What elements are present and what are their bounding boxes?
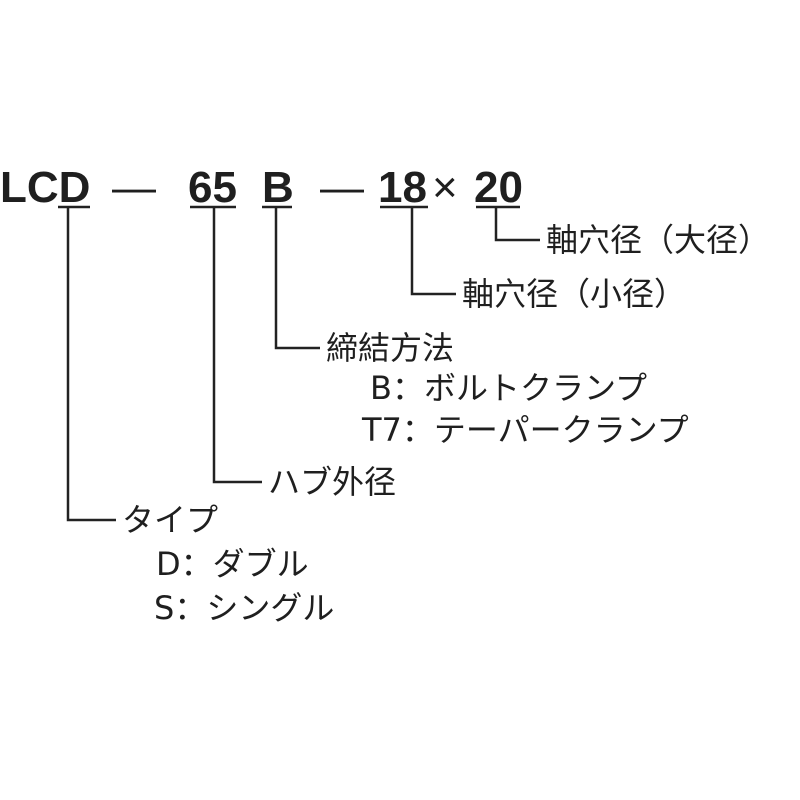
label-fastening-b: B：ボルトクランプ [370,369,647,407]
leader-bore-large [494,207,540,242]
label-fastening-t7: T7：テーパークランプ [362,411,689,449]
code-prefix: LCD [0,163,91,212]
label-bore-small: 軸穴径（小径） [462,275,687,313]
label-type: タイプ [122,501,219,539]
label-bore-large: 軸穴径（大径） [546,221,771,259]
code-size: 65 [188,163,237,212]
label-type-s: S：シングル [154,589,335,627]
leader-hub-od [212,207,262,484]
leader-fastening [274,207,320,350]
code-times: × [432,163,458,212]
label-type-d: D：ダブル [156,545,309,583]
leader-type [66,207,116,522]
code-dash-1: — [112,163,156,212]
code-clamp: B [262,163,294,212]
label-hub-od: ハブ外径 [268,463,397,501]
code-dash-2: — [320,163,364,212]
label-fastening: 締結方法 [326,329,455,367]
code-bore-small: 18 [378,163,427,212]
code-bore-large: 20 [474,163,523,212]
leader-bore-small [410,207,456,296]
